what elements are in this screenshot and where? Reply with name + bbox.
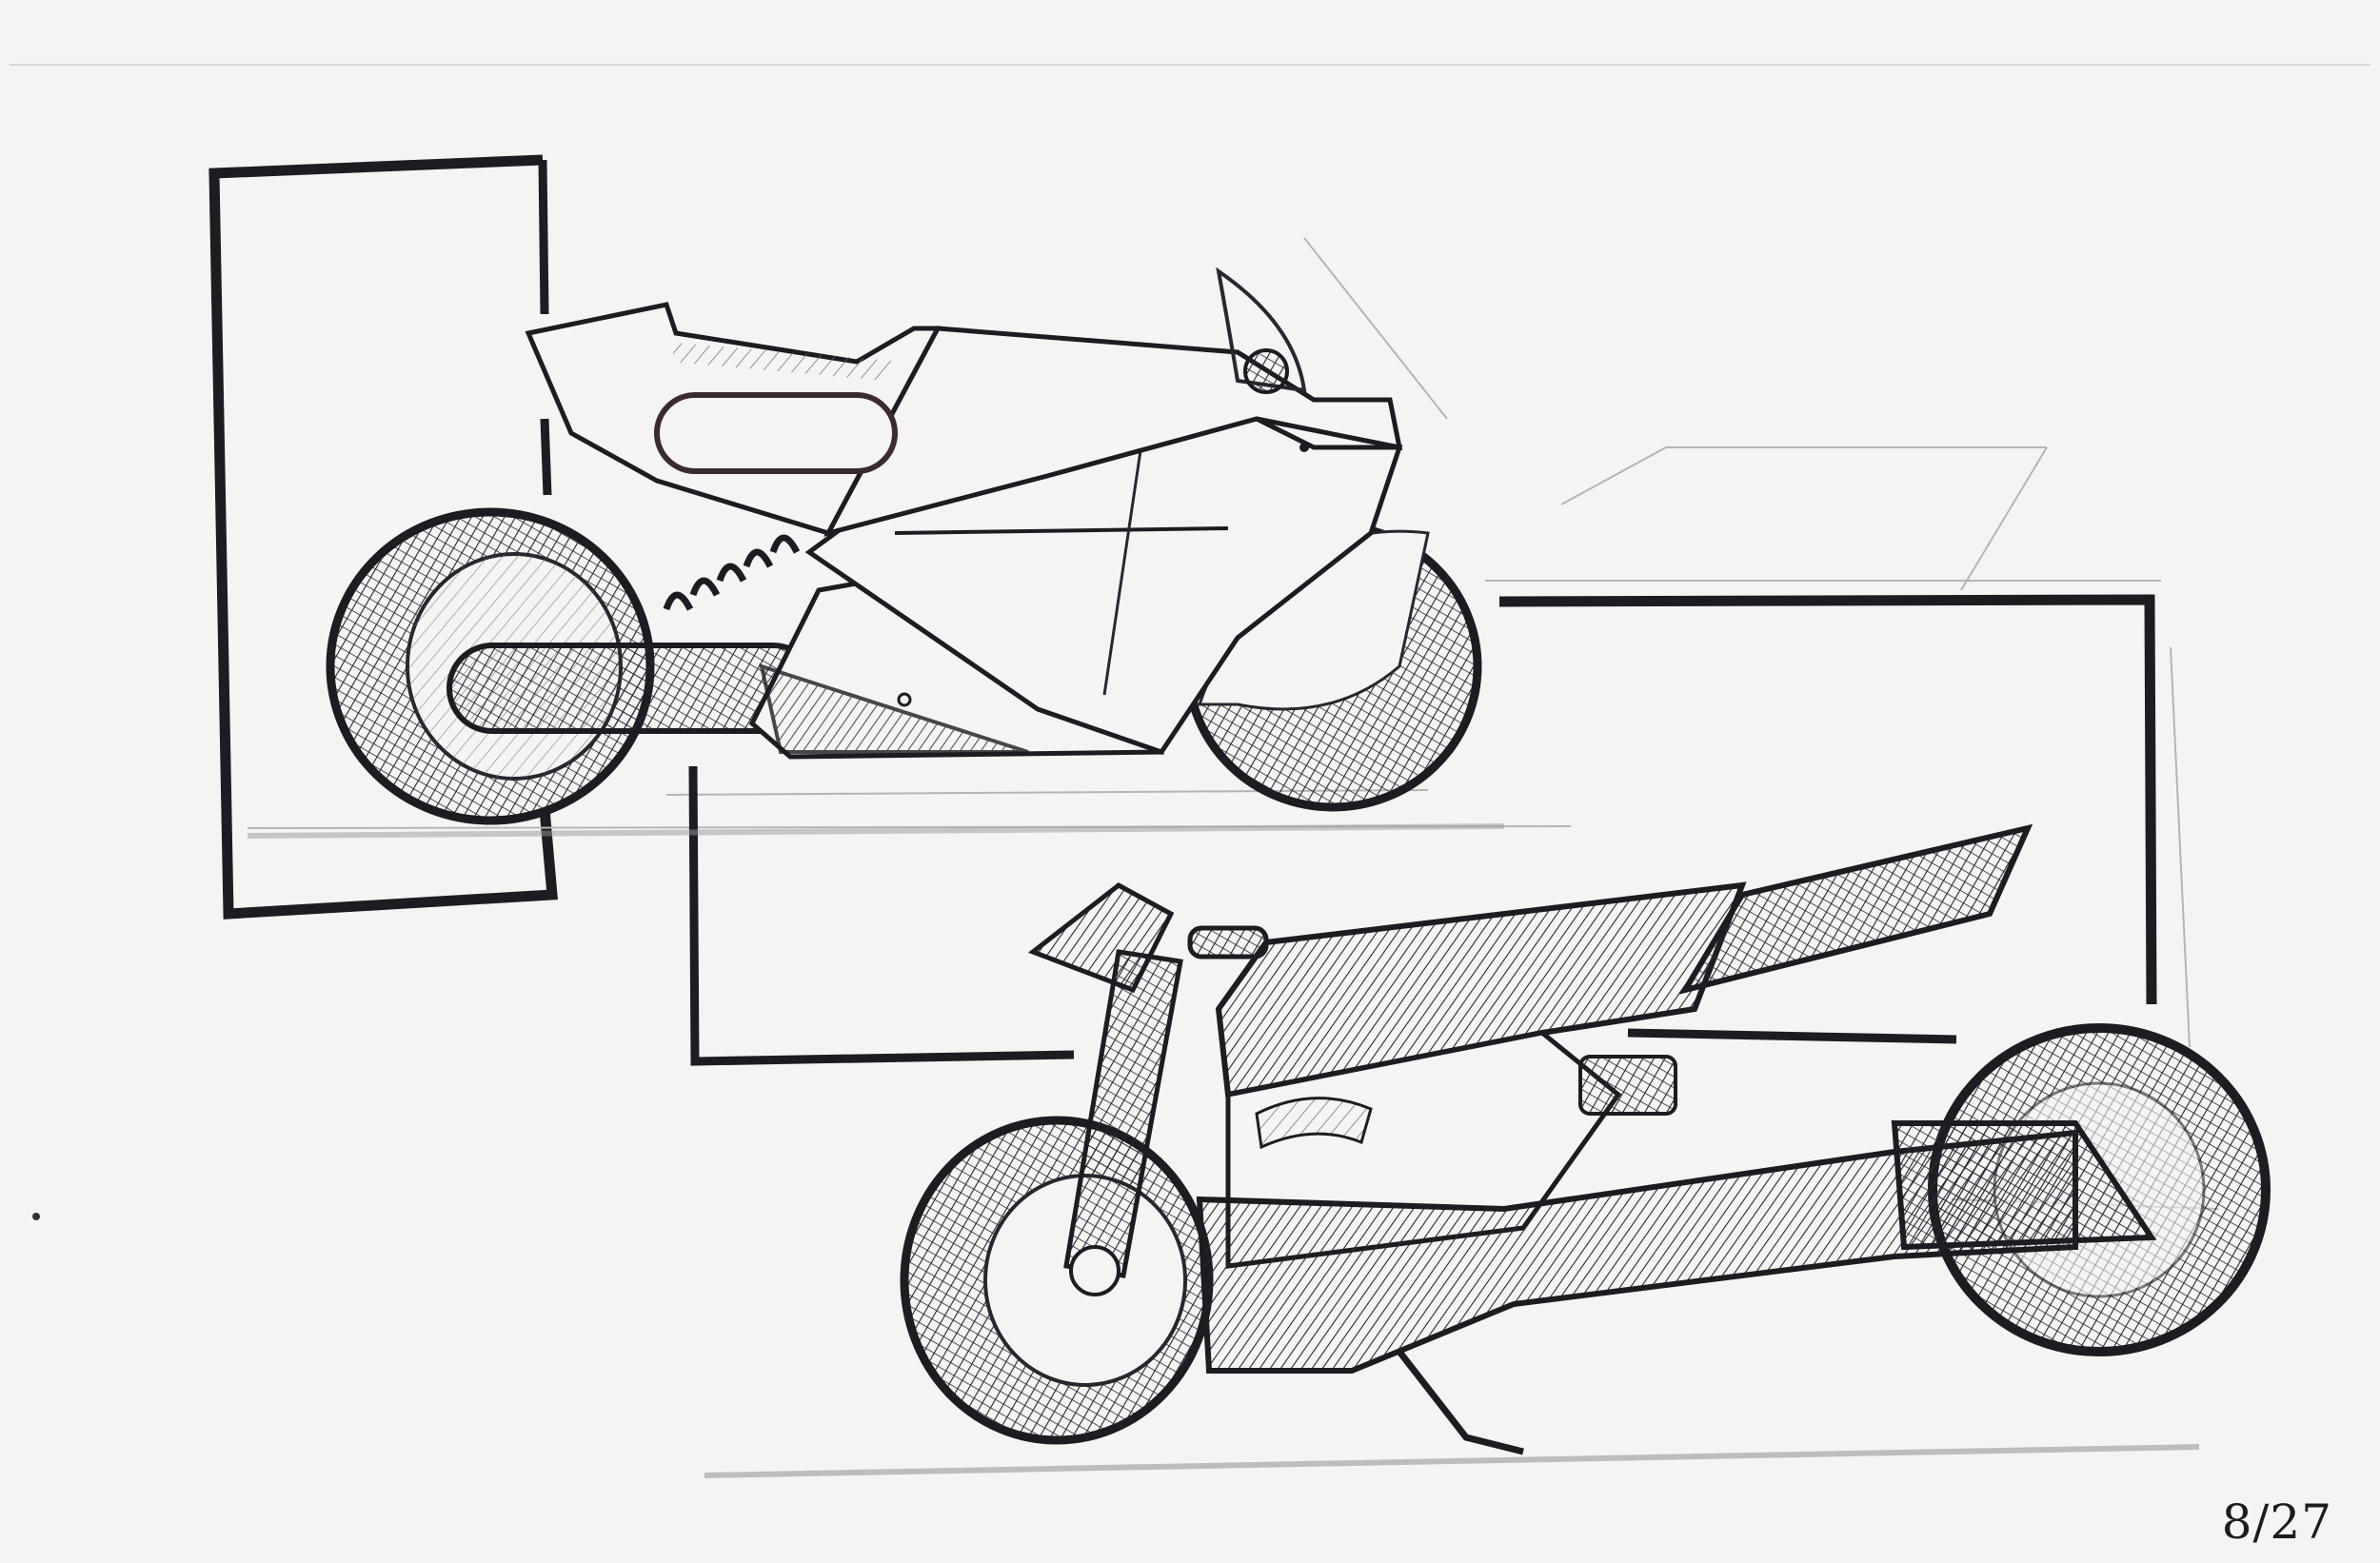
bottom-front-wheel — [900, 1116, 1214, 1445]
bottom-front-fork — [1063, 949, 1183, 1278]
bottom-lower-fairing — [1196, 1129, 2078, 1374]
ground-shadow — [704, 1444, 2200, 1478]
bottom-tail-spike — [1678, 823, 2033, 995]
page-number-label: 8/27 — [2221, 1494, 2332, 1550]
bottom-headlight-cowl — [1027, 882, 1175, 994]
bottom-frame-bracket-right — [1498, 594, 2157, 1005]
top-windscreen — [1216, 267, 1307, 393]
ground-shadow-top — [247, 823, 1505, 839]
bottom-frame-bracket-mid — [1627, 1028, 1957, 1044]
top-motorcycle — [326, 267, 1482, 825]
bottom-exhaust-box — [1578, 1055, 1677, 1116]
top-front-wheel — [1183, 521, 1482, 812]
top-frame-bracket-stub-2 — [540, 418, 552, 496]
top-frame-bracket — [208, 154, 558, 920]
top-headlight — [1243, 348, 1289, 394]
top-shock-spring — [663, 534, 801, 611]
bottom-motorcycle — [900, 823, 2271, 1455]
ink-speck — [32, 1213, 40, 1220]
bottom-swingarm — [1891, 1120, 2157, 1251]
top-tail-slot — [654, 392, 898, 474]
bottom-frame-bracket-left — [688, 765, 1075, 1066]
bottom-handlebar-grip — [1187, 925, 1269, 960]
bottom-kickstand — [1397, 1349, 1524, 1455]
top-frame-bracket-stub — [538, 159, 549, 315]
